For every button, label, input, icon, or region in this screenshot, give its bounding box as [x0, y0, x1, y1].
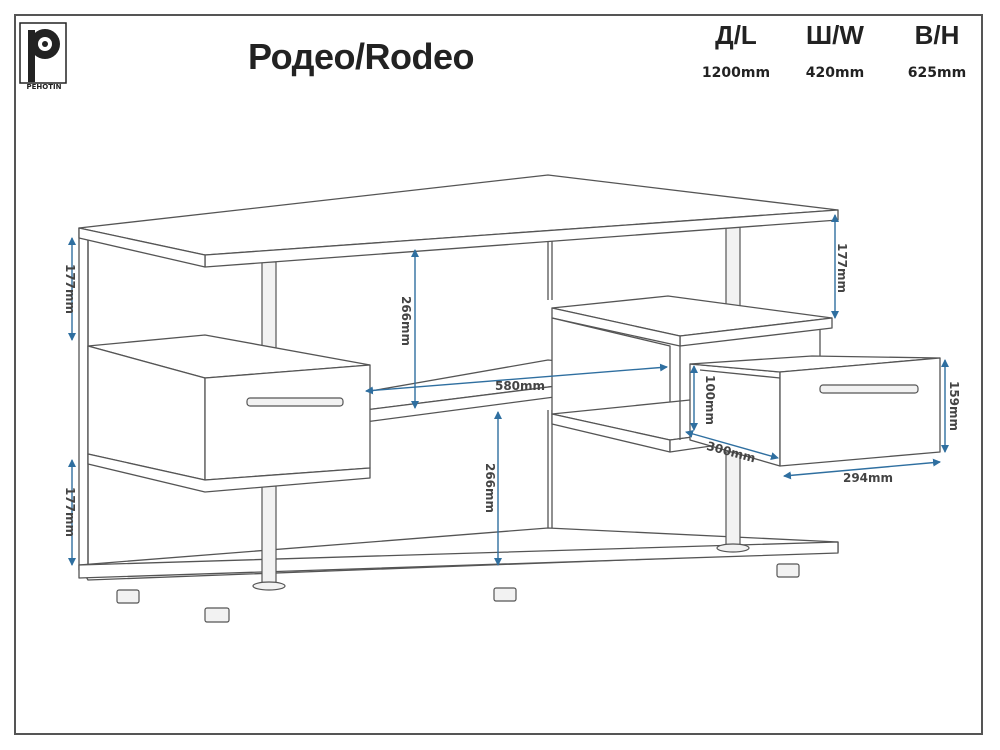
dim-label-drawer-front: 159mm [947, 381, 961, 431]
brand-name: PEHOTIN [26, 83, 62, 91]
dimension-height: В/H 625mm [887, 20, 987, 81]
dimension-length-value: 1200mm [701, 65, 771, 81]
dimension-width-value: 420mm [805, 65, 865, 81]
dim-label-center-upper: 266mm [399, 296, 413, 346]
dim-label-center-lower: 266mm [483, 463, 497, 513]
dim-label-left-bottom: 177mm [63, 487, 77, 537]
dim-label-right-top: 177mm [835, 243, 849, 293]
dimension-length-label: Д/L [715, 20, 757, 50]
dimension-width: Ш/W 420mm [785, 20, 885, 81]
page-frame [14, 14, 983, 735]
bottom-base [78, 527, 839, 581]
pehotin-logo-icon [19, 22, 67, 84]
dim-label-drawer-width: 294mm [843, 471, 893, 485]
dimension-lines [68, 214, 949, 566]
dim-label-shelf-width: 580mm [495, 379, 545, 393]
left-side-panel [78, 227, 89, 579]
top-shelf [78, 174, 839, 268]
back-structure [547, 240, 553, 530]
dimension-height-value: 625mm [907, 65, 967, 81]
dim-label-left-top: 177mm [63, 264, 77, 314]
dimension-height-label: В/H [914, 20, 960, 50]
feet [116, 563, 800, 623]
dim-label-drawer-inner: 100mm [703, 375, 717, 425]
dimension-width-label: Ш/W [806, 20, 864, 50]
dimension-length: Д/L 1200mm [686, 20, 786, 81]
right-upper-shelf [551, 295, 833, 347]
product-title: Родео/Rodeo [248, 36, 475, 77]
left-cabinet [87, 334, 371, 493]
